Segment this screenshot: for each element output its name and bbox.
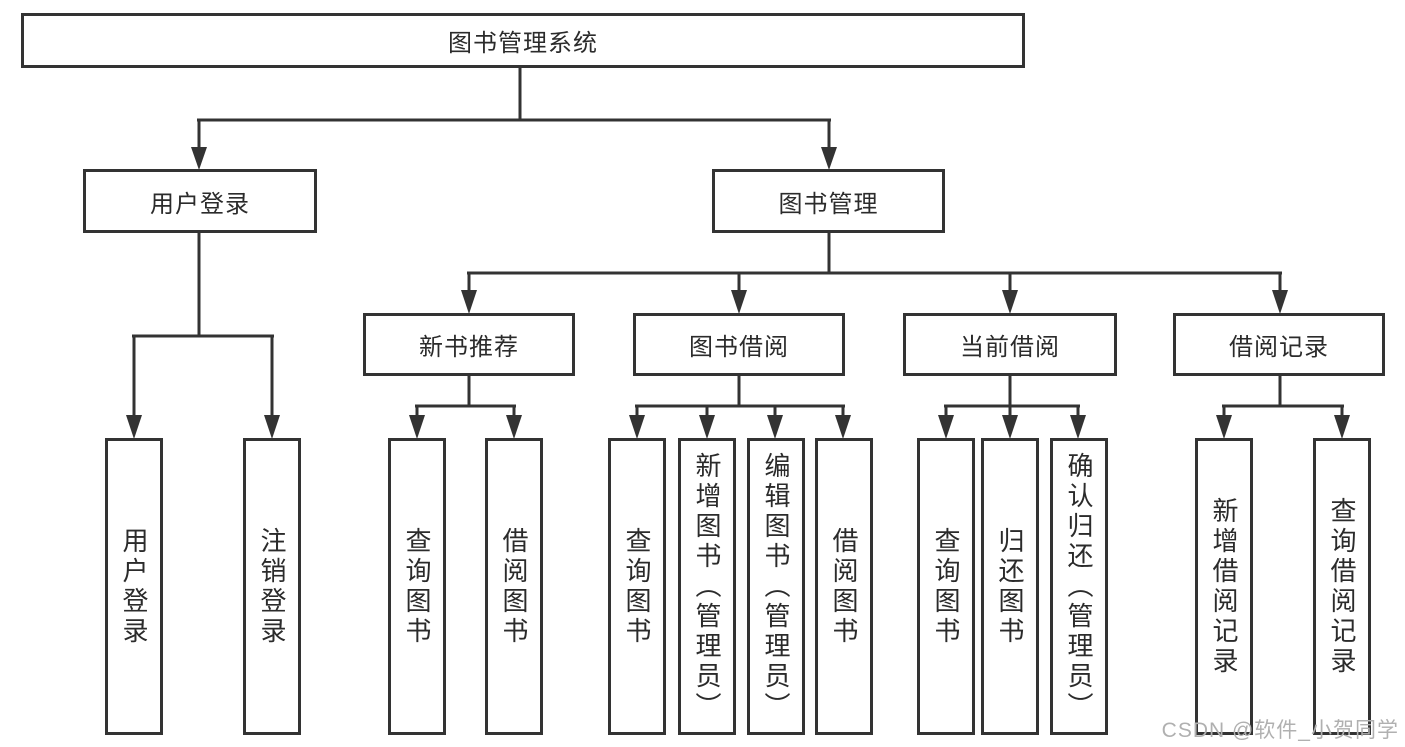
leaf-borrow-books-recommend-label: 借阅图书 (499, 526, 529, 647)
csdn-watermark: CSDN @软件_小贺同学 (1161, 719, 1399, 742)
node-current-borrowing: 当前借阅 (903, 313, 1117, 376)
leaf-add-borrow-record-label: 新增借阅记录 (1209, 496, 1239, 677)
leaf-user-login-label: 用户登录 (119, 526, 149, 647)
leaf-edit-books-admin: 编辑图书（管理员） (747, 438, 805, 735)
leaf-add-borrow-record: 新增借阅记录 (1195, 438, 1253, 735)
node-library-system: 图书管理系统 (21, 13, 1025, 68)
leaf-query-borrow-record-label: 查询借阅记录 (1327, 496, 1357, 677)
node-book-borrowing: 图书借阅 (633, 313, 845, 376)
leaf-query-borrow-record: 查询借阅记录 (1313, 438, 1371, 735)
leaf-edit-books-admin-label: 编辑图书（管理员） (761, 451, 791, 722)
leaf-borrow-books-recommend: 借阅图书 (485, 438, 543, 735)
leaf-query-books-recommend: 查询图书 (388, 438, 446, 735)
leaf-user-login: 用户登录 (105, 438, 163, 735)
node-book-management-label: 图书管理 (778, 190, 879, 218)
leaf-return-books-label: 归还图书 (995, 526, 1025, 647)
node-book-management: 图书管理 (712, 169, 945, 233)
node-new-book-recommend: 新书推荐 (363, 313, 575, 376)
node-borrow-records: 借阅记录 (1173, 313, 1385, 376)
leaf-confirm-return-admin: 确认归还（管理员） (1050, 438, 1108, 735)
leaf-borrow-books-label: 借阅图书 (829, 526, 859, 647)
leaf-borrow-books: 借阅图书 (815, 438, 873, 735)
node-borrow-records-label: 借阅记录 (1229, 334, 1329, 361)
node-user-login: 用户登录 (83, 169, 317, 233)
leaf-query-books-borrowing-label: 查询图书 (622, 526, 652, 647)
leaf-query-books-current-label: 查询图书 (931, 526, 961, 647)
leaf-query-books-borrowing: 查询图书 (608, 438, 666, 735)
leaf-confirm-return-admin-label: 确认归还（管理员） (1064, 451, 1094, 722)
node-current-borrowing-label: 当前借阅 (960, 334, 1060, 361)
leaf-logout-label: 注销登录 (257, 526, 287, 647)
leaf-add-books-admin: 新增图书（管理员） (678, 438, 736, 735)
leaf-query-books-recommend-label: 查询图书 (402, 526, 432, 647)
node-user-login-label: 用户登录 (150, 190, 250, 218)
leaf-return-books: 归还图书 (981, 438, 1039, 735)
node-book-borrowing-label: 图书借阅 (689, 334, 789, 361)
leaf-logout: 注销登录 (243, 438, 301, 735)
leaf-add-books-admin-label: 新增图书（管理员） (692, 451, 722, 722)
node-library-system-label: 图书管理系统 (448, 30, 598, 57)
node-new-book-recommend-label: 新书推荐 (419, 334, 519, 361)
leaf-query-books-current: 查询图书 (917, 438, 975, 735)
